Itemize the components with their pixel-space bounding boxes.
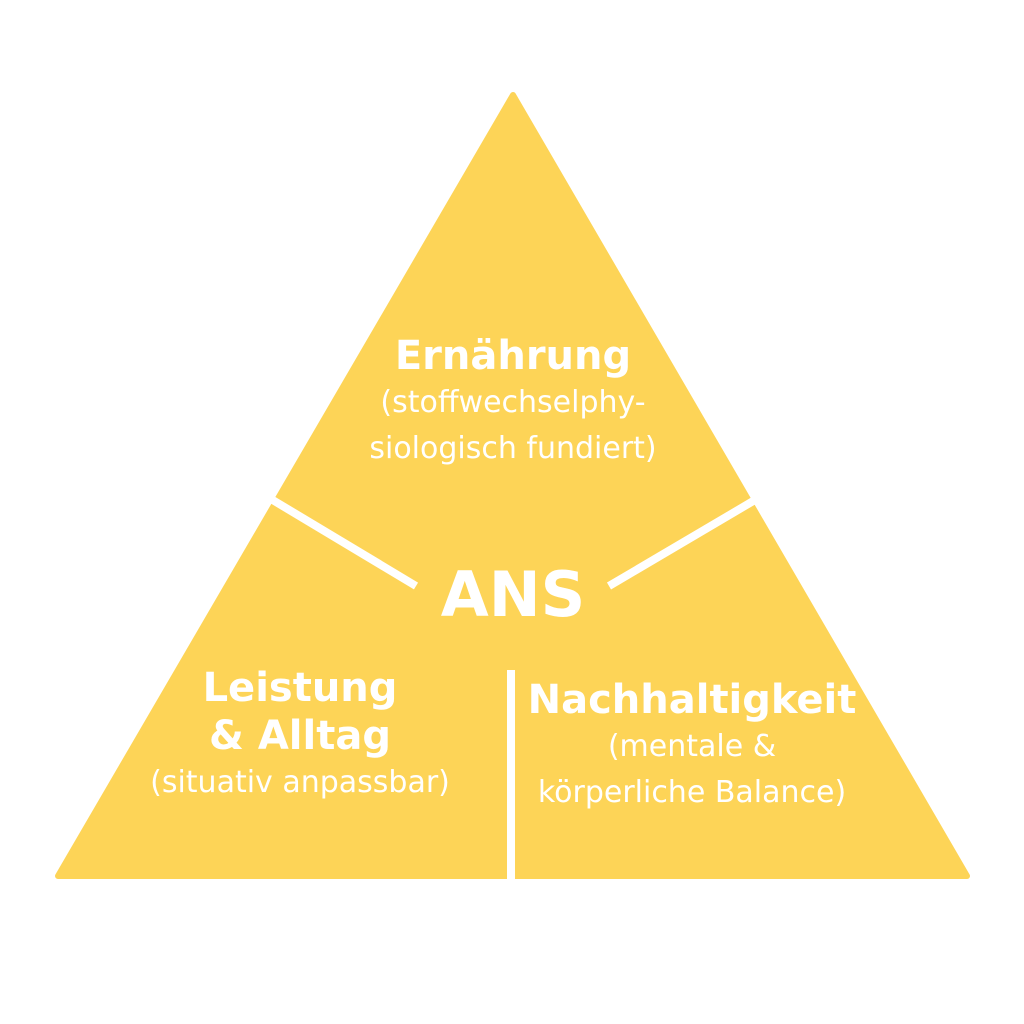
- center-label: ANS: [440, 558, 586, 631]
- segment-top-sub2: siologisch fundiert): [369, 431, 657, 466]
- segment-right: Nachhaltigkeit (mentale & körperliche Ba…: [528, 676, 857, 816]
- segment-left-title2: & Alltag: [209, 713, 391, 759]
- segment-left: Leistung & Alltag (situativ anpassbar): [150, 664, 450, 806]
- segment-top: Ernährung (stoffwechselphy- siologisch f…: [369, 332, 656, 472]
- divider-left: [263, 492, 419, 590]
- divider-right: [606, 493, 763, 590]
- segment-top-title: Ernährung: [394, 333, 632, 379]
- segment-left-sub1: (situativ anpassbar): [150, 765, 450, 800]
- segment-left-title1: Leistung: [202, 665, 398, 711]
- segment-top-sub1: (stoffwechselphy-: [380, 385, 646, 420]
- segment-right-sub1: (mentale &: [607, 729, 777, 764]
- segment-right-title: Nachhaltigkeit: [527, 677, 857, 723]
- segment-right-sub2: körperliche Balance): [537, 775, 847, 810]
